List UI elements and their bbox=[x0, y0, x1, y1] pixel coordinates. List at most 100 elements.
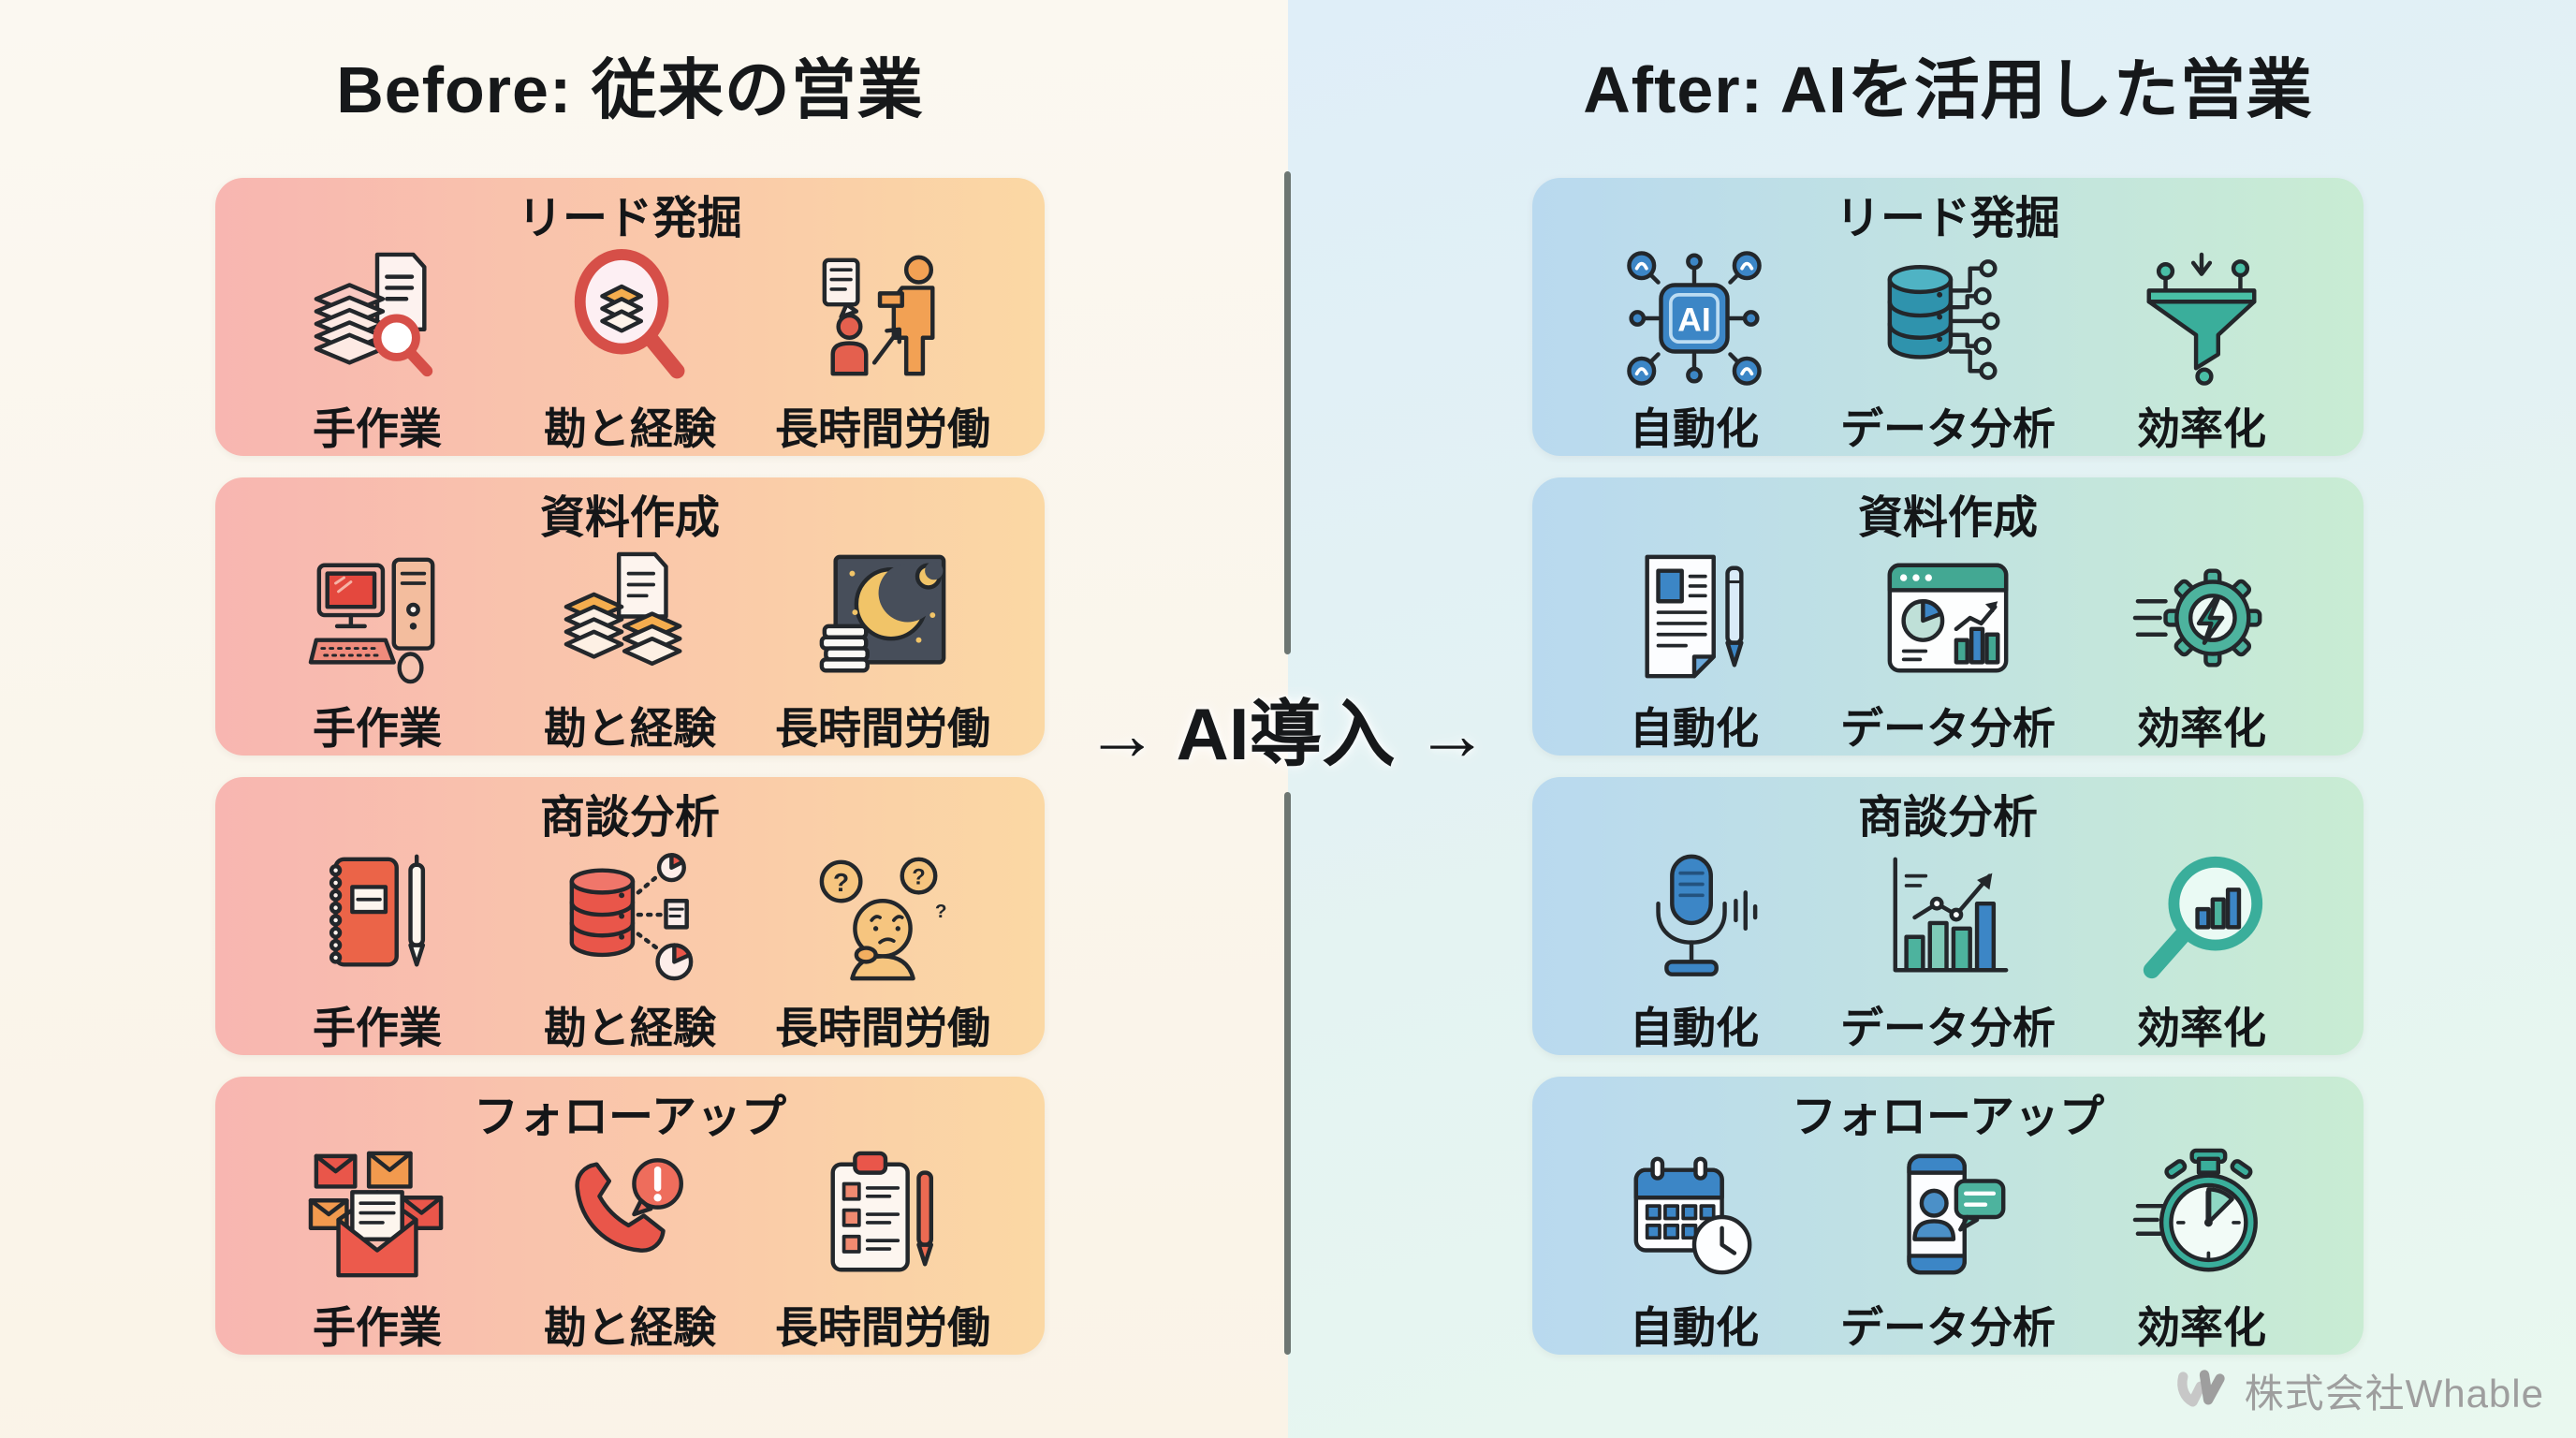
microphone-icon bbox=[1625, 848, 1764, 987]
item-label: 手作業 bbox=[313, 1303, 442, 1352]
ai-introduction-label: → AI導入 → bbox=[1085, 693, 1489, 775]
stopwatch-icon bbox=[2132, 1148, 2271, 1286]
svg-text:?: ? bbox=[833, 868, 849, 897]
work-item: 手作業 bbox=[255, 249, 500, 457]
before-card-document-creation: 資料作成 手作業 勘と経験 長時間労働 bbox=[215, 477, 1045, 756]
after-cards: リード発掘 AI 自動化 データ分析 効率化 bbox=[1532, 178, 2364, 1355]
item-label: 勘と経験 bbox=[544, 704, 716, 753]
desktop-computer-icon bbox=[308, 549, 446, 687]
item-label: 勘と経験 bbox=[544, 1004, 716, 1052]
work-item: 効率化 bbox=[2079, 848, 2324, 1056]
before-cards: リード発掘 手作業 勘と経験 長時間労働 bbox=[215, 178, 1045, 1355]
before-card-follow-up: フォローアップ 手作業 勘と経験 長時間労働 bbox=[215, 1077, 1045, 1355]
phone-chat-icon bbox=[1879, 1148, 2017, 1286]
work-item: データ分析 bbox=[1825, 1148, 2071, 1356]
before-card-lead-generation: リード発掘 手作業 勘と経験 長時間労働 bbox=[215, 178, 1045, 456]
work-item: 勘と経験 bbox=[507, 549, 753, 756]
before-card-meeting-analysis: 商談分析 手作業 勘と経験 ??? 長時間労働 bbox=[215, 777, 1045, 1055]
work-item: 勘と経験 bbox=[507, 249, 753, 457]
work-item: 効率化 bbox=[2079, 1148, 2324, 1356]
overworked-person-icon bbox=[813, 249, 952, 388]
company-credit: 株式会社Whable bbox=[2175, 1362, 2544, 1419]
divider-line-top bbox=[1284, 171, 1291, 654]
work-item: データ分析 bbox=[1825, 848, 2071, 1056]
item-label: 効率化 bbox=[2137, 704, 2266, 753]
whable-logo-icon bbox=[2175, 1367, 2233, 1416]
work-item: 自動化 bbox=[1572, 549, 1817, 756]
divider-line-bottom bbox=[1284, 792, 1291, 1355]
item-label: データ分析 bbox=[1840, 704, 2056, 753]
item-label: 手作業 bbox=[313, 1004, 442, 1052]
card-title: 商談分析 bbox=[1857, 793, 2038, 843]
paper-stack-magnifier-icon bbox=[308, 249, 446, 388]
card-title: フォローアップ bbox=[1791, 1093, 2105, 1142]
ai-chip-icon: AI bbox=[1625, 249, 1764, 388]
phone-alert-icon bbox=[561, 1148, 699, 1286]
magnifier-chart-icon bbox=[2132, 848, 2271, 987]
work-item: 長時間労働 bbox=[760, 1148, 1005, 1356]
card-title: 資料作成 bbox=[1857, 493, 2038, 543]
item-label: 長時間労働 bbox=[775, 404, 990, 453]
growth-chart-icon bbox=[1879, 848, 2017, 987]
item-label: 自動化 bbox=[1630, 704, 1759, 753]
work-item: データ分析 bbox=[1825, 549, 2071, 756]
item-label: 自動化 bbox=[1630, 1004, 1759, 1052]
work-item: 勘と経験 bbox=[507, 1148, 753, 1356]
magnifier-stack-icon bbox=[561, 249, 699, 388]
item-label: データ分析 bbox=[1840, 404, 2056, 453]
card-title: リード発掘 bbox=[517, 194, 742, 243]
after-card-document-creation: 資料作成 自動化 データ分析 効率化 bbox=[1532, 477, 2364, 756]
work-item: 長時間労働 bbox=[760, 549, 1005, 756]
item-label: 長時間労働 bbox=[775, 704, 990, 753]
database-circuit-icon bbox=[1879, 249, 2017, 388]
work-item: 効率化 bbox=[2079, 249, 2324, 457]
svg-text:?: ? bbox=[912, 865, 925, 889]
card-title: フォローアップ bbox=[473, 1093, 787, 1142]
work-item: ??? 長時間労働 bbox=[760, 848, 1005, 1056]
item-label: 長時間労働 bbox=[775, 1303, 990, 1352]
item-label: 手作業 bbox=[313, 704, 442, 753]
item-label: 自動化 bbox=[1630, 1303, 1759, 1352]
after-section: After: AIを活用した営業 リード発掘 AI 自動化 データ分析 効率化 bbox=[1532, 0, 2364, 1438]
before-section: Before: 従来の営業 リード発掘 手作業 勘と経験 長時間労働 bbox=[215, 0, 1045, 1438]
work-item: 自動化 bbox=[1572, 848, 1817, 1056]
work-item: 自動化 bbox=[1572, 1148, 1817, 1356]
work-item: AI 自動化 bbox=[1572, 249, 1817, 457]
item-label: 手作業 bbox=[313, 404, 442, 453]
gear-lightning-icon bbox=[2132, 549, 2271, 687]
calendar-clock-icon bbox=[1625, 1148, 1764, 1286]
work-item: 手作業 bbox=[255, 1148, 500, 1356]
night-work-icon bbox=[813, 549, 952, 687]
company-name: 株式会社Whable bbox=[2244, 1372, 2544, 1416]
item-label: 効率化 bbox=[2137, 404, 2266, 453]
before-title: Before: 従来の営業 bbox=[336, 53, 924, 126]
database-scatter-icon bbox=[561, 848, 699, 987]
after-title: After: AIを活用した営業 bbox=[1583, 53, 2313, 126]
card-title: リード発掘 bbox=[1835, 194, 2060, 243]
work-item: データ分析 bbox=[1825, 249, 2071, 457]
clipboard-pen-icon bbox=[813, 1148, 952, 1286]
emails-icon bbox=[308, 1148, 446, 1286]
item-label: 自動化 bbox=[1630, 404, 1759, 453]
svg-text:AI: AI bbox=[1677, 301, 1711, 338]
after-card-follow-up: フォローアップ 自動化 データ分析 効率化 bbox=[1532, 1077, 2364, 1355]
funnel-icon bbox=[2132, 249, 2271, 388]
card-title: 商談分析 bbox=[539, 793, 720, 843]
document-stacks-icon bbox=[561, 549, 699, 687]
item-label: 勘と経験 bbox=[544, 404, 716, 453]
document-pen-icon bbox=[1625, 549, 1764, 687]
work-item: 手作業 bbox=[255, 848, 500, 1056]
item-label: 勘と経験 bbox=[544, 1303, 716, 1352]
svg-text:?: ? bbox=[935, 901, 947, 922]
item-label: 効率化 bbox=[2137, 1004, 2266, 1052]
item-label: 長時間労働 bbox=[775, 1004, 990, 1052]
dashboard-chart-icon bbox=[1879, 549, 2017, 687]
after-card-lead-generation: リード発掘 AI 自動化 データ分析 効率化 bbox=[1532, 178, 2364, 456]
notebook-pen-icon bbox=[308, 848, 446, 987]
confused-person-icon: ??? bbox=[813, 848, 952, 987]
work-item: 長時間労働 bbox=[760, 249, 1005, 457]
card-title: 資料作成 bbox=[539, 493, 720, 543]
work-item: 勘と経験 bbox=[507, 848, 753, 1056]
work-item: 効率化 bbox=[2079, 549, 2324, 756]
